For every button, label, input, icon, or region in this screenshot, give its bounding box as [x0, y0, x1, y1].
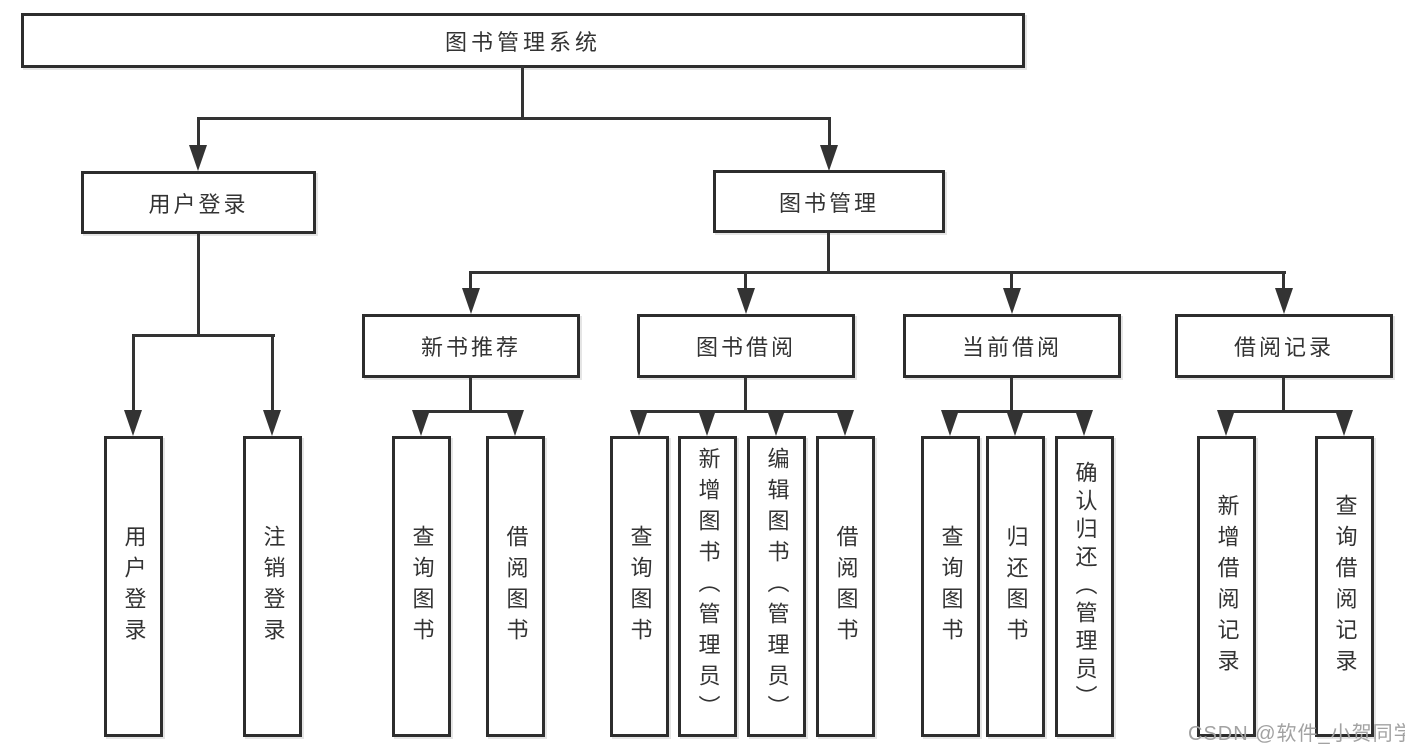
- leaf-borrow-edit-book-label: 编辑图书（管理员）: [764, 447, 790, 726]
- node-section-current-borrow-label: 当前借阅: [961, 335, 1062, 360]
- node-book-manage-label: 图书管理: [778, 190, 879, 216]
- connector-drop-user-login: [197, 117, 200, 148]
- leaf-borrow-add-book-label: 新增图书（管理员）: [695, 447, 721, 726]
- arrowhead-section-3: [1275, 288, 1293, 314]
- arrowhead-login-leaf: [124, 410, 142, 436]
- arrowhead-user-login: [189, 145, 207, 171]
- arrowhead-book-manage: [820, 145, 838, 171]
- connector-root-stem: [521, 66, 524, 120]
- leaf-borrow-add-book: 新增图书（管理员）: [678, 436, 737, 737]
- arrowhead-leaf-c1: [630, 410, 648, 436]
- connector-user-login-branch: [132, 334, 275, 337]
- arrowhead-leaf-c3: [767, 410, 785, 436]
- leaf-logout-label: 注销登录: [260, 524, 286, 649]
- node-section-borrow-records-label: 借阅记录: [1233, 335, 1334, 360]
- node-section-new-books-label: 新书推荐: [420, 335, 521, 360]
- node-root-system-label: 图书管理系统: [444, 29, 601, 55]
- leaf-user-login-label: 用户登录: [121, 524, 147, 649]
- node-section-current-borrow: 当前借阅: [903, 314, 1121, 378]
- leaf-newbooks-query-label: 查询图书: [409, 524, 435, 649]
- arrowhead-leaf-b2: [506, 410, 524, 436]
- leaf-newbooks-borrow-label: 借阅图书: [503, 524, 529, 649]
- arrowhead-leaf-d1: [941, 410, 959, 436]
- node-section-borrow-records: 借阅记录: [1175, 314, 1393, 378]
- arrowhead-leaf-b1: [412, 410, 430, 436]
- leaf-borrow-query-label: 查询图书: [627, 524, 653, 649]
- leaf-records-add-label: 新增借阅记录: [1214, 493, 1240, 680]
- leaf-current-confirm-return: 确认归还（管理员）: [1055, 436, 1114, 737]
- connector-user-login-stem: [197, 234, 200, 337]
- connector-section-1-stem: [744, 378, 747, 412]
- leaf-current-confirm-return-label: 确认归还（管理员）: [1072, 460, 1098, 713]
- arrowhead-section-2: [1003, 288, 1021, 314]
- leaf-current-query-label: 查询图书: [938, 524, 964, 649]
- leaf-records-query-label: 查询借阅记录: [1332, 493, 1358, 680]
- arrowhead-leaf-c2: [698, 410, 716, 436]
- node-user-login: 用户登录: [81, 171, 316, 234]
- arrowhead-section-1: [737, 288, 755, 314]
- leaf-borrow-book: 借阅图书: [816, 436, 875, 737]
- leaf-newbooks-query: 查询图书: [392, 436, 451, 737]
- node-section-new-books: 新书推荐: [362, 314, 580, 378]
- connector-drop-logout-leaf: [271, 334, 274, 412]
- arrowhead-leaf-d2: [1006, 410, 1024, 436]
- arrowhead-leaf-d3: [1075, 410, 1093, 436]
- arrowhead-logout-leaf: [263, 410, 281, 436]
- node-user-login-label: 用户登录: [148, 191, 249, 217]
- connector-drop-section-0: [469, 271, 472, 291]
- arrowhead-leaf-e1: [1217, 410, 1235, 436]
- connector-drop-book-manage: [828, 117, 831, 148]
- leaf-logout: 注销登录: [243, 436, 302, 737]
- leaf-records-add: 新增借阅记录: [1197, 436, 1256, 737]
- node-book-manage: 图书管理: [713, 170, 945, 233]
- connector-drop-section-1: [744, 271, 747, 291]
- leaf-borrow-query: 查询图书: [610, 436, 669, 737]
- node-section-book-borrow-label: 图书借阅: [695, 335, 796, 360]
- connector-section-3-stem: [1282, 378, 1285, 412]
- leaf-current-return-label: 归还图书: [1003, 524, 1029, 649]
- connector-drop-section-3: [1282, 271, 1285, 291]
- connector-root-branch: [197, 117, 831, 120]
- connector-section-3-branch: [1226, 410, 1346, 413]
- connector-drop-login-leaf: [132, 334, 135, 412]
- node-section-book-borrow: 图书借阅: [637, 314, 855, 378]
- connector-section-0-stem: [469, 378, 472, 412]
- leaf-current-return: 归还图书: [986, 436, 1045, 737]
- connector-book-manage-branch: [470, 271, 1286, 274]
- arrowhead-section-0: [462, 288, 480, 314]
- arrowhead-leaf-c4: [836, 410, 854, 436]
- leaf-user-login: 用户登录: [104, 436, 163, 737]
- connector-drop-section-2: [1010, 271, 1013, 291]
- connector-section-1-branch: [638, 410, 847, 413]
- connector-book-manage-stem: [827, 233, 830, 274]
- leaf-borrow-edit-book: 编辑图书（管理员）: [747, 436, 806, 737]
- leaf-records-query: 查询借阅记录: [1315, 436, 1374, 737]
- arrowhead-leaf-e2: [1335, 410, 1353, 436]
- leaf-newbooks-borrow: 借阅图书: [486, 436, 545, 737]
- leaf-current-query: 查询图书: [921, 436, 980, 737]
- csdn-watermark: CSDN @软件_小贺同学: [1188, 723, 1405, 745]
- leaf-borrow-book-label: 借阅图书: [833, 524, 859, 649]
- connector-section-0-branch: [420, 410, 517, 413]
- connector-section-2-stem: [1010, 378, 1013, 412]
- node-root-system: 图书管理系统: [21, 13, 1025, 68]
